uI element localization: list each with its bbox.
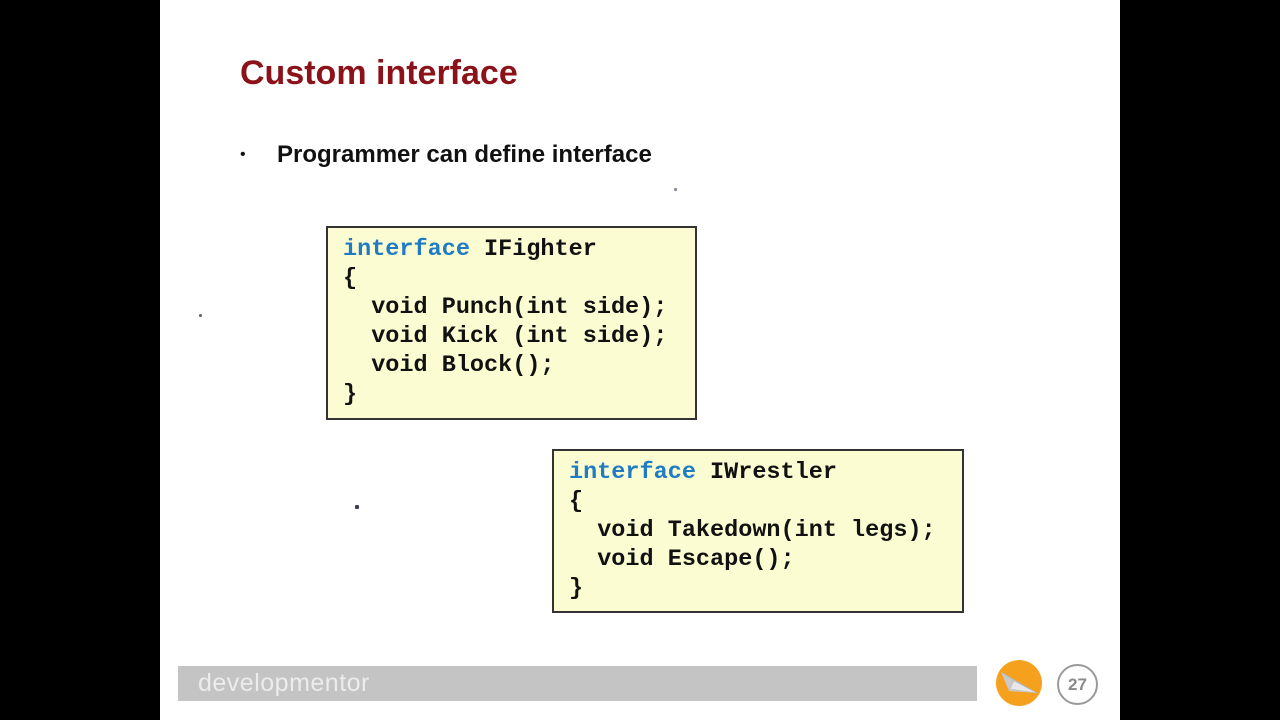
page-number-badge: 27 xyxy=(1057,664,1098,705)
code-line: void Kick (int side); xyxy=(343,323,668,350)
code-keyword: interface xyxy=(343,236,470,263)
code-line: { xyxy=(569,488,584,515)
page-number: 27 xyxy=(1068,674,1087,694)
brand-text: developmentor xyxy=(198,669,370,697)
code-line: void Block(); xyxy=(343,352,555,379)
code-box-ifighter: interface IFighter{ void Punch(int side)… xyxy=(326,226,697,420)
code-line: interface IFighter xyxy=(343,236,597,263)
code-line: void Escape(); xyxy=(569,546,795,573)
code-box-iwrestler: interface IWrestler{ void Takedown(int l… xyxy=(552,449,964,613)
stray-dot xyxy=(355,505,359,509)
code-line: void Takedown(int legs); xyxy=(569,517,936,544)
code-keyword: interface xyxy=(569,459,696,486)
bullet-text: Programmer can define interface xyxy=(277,141,652,168)
bullet-item: • Programmer can define interface xyxy=(240,140,652,170)
stray-dot xyxy=(199,314,202,317)
page-title: Custom interface xyxy=(240,54,518,92)
code-line: } xyxy=(569,575,584,602)
code-line: } xyxy=(343,381,358,408)
code-line: void Punch(int side); xyxy=(343,294,668,321)
slide: Custom interface • Programmer can define… xyxy=(160,0,1120,720)
footer-brand-bar: developmentor xyxy=(178,666,977,701)
bullet-marker: • xyxy=(240,146,246,163)
code-line: interface IWrestler xyxy=(569,459,837,486)
code-line: { xyxy=(343,265,358,292)
stray-dot xyxy=(674,188,677,191)
paper-plane-icon xyxy=(1000,671,1038,694)
paper-plane-badge xyxy=(996,660,1042,706)
